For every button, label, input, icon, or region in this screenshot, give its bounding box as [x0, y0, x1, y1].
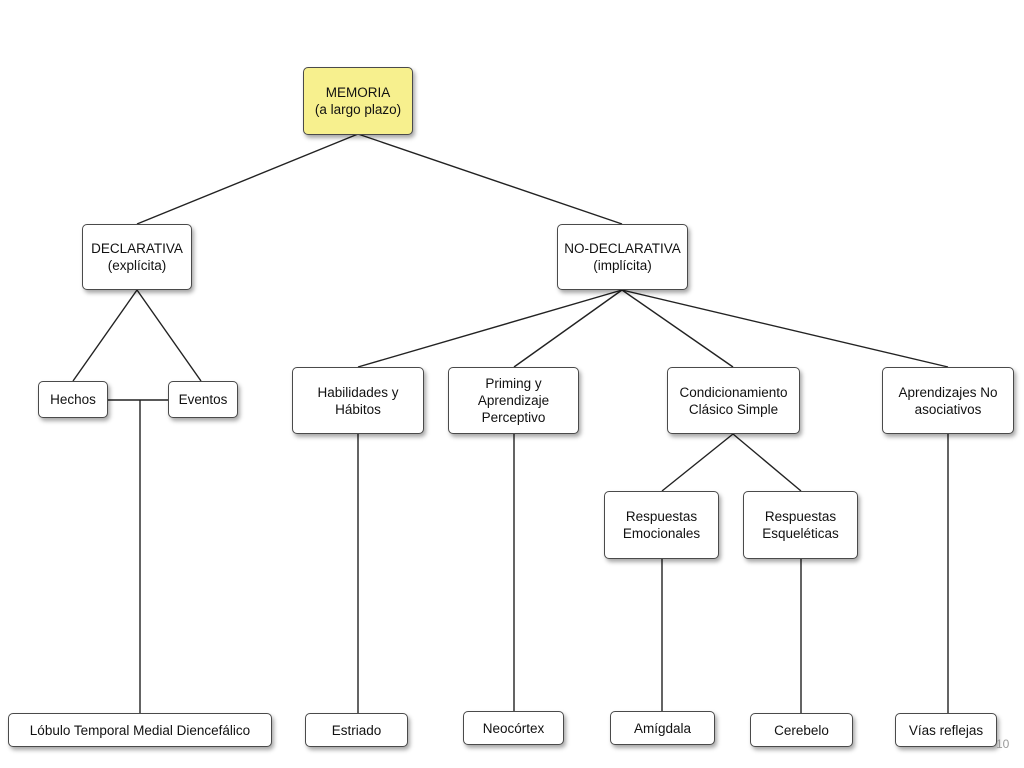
node-eventos-label: Eventos	[178, 392, 228, 407]
node-emocionales: Respuestas Emocionales	[604, 491, 719, 559]
node-hechos: Hechos	[38, 381, 108, 418]
edge-memoria-declarativa	[136, 133, 359, 225]
node-condicionamiento-label: Condicionamiento Clásico Simple	[679, 384, 788, 417]
node-vias: Vías reflejas	[895, 713, 997, 747]
node-no-declarativa-label: NO-DECLARATIVA (implícita)	[564, 241, 681, 273]
node-condicionamiento: Condicionamiento Clásico Simple	[667, 367, 800, 434]
node-lobulo: Lóbulo Temporal Medial Diencefálico	[8, 713, 272, 747]
node-cerebelo: Cerebelo	[750, 713, 853, 747]
node-estriado-label: Estriado	[331, 722, 382, 738]
node-priming-label: Priming y Aprendizaje Perceptivo	[477, 376, 550, 425]
node-memoria-label: MEMORIA (a largo plazo)	[314, 85, 402, 117]
edge-no-declarativa-no-asociativos	[621, 289, 949, 368]
node-neocortex: Neocórtex	[463, 711, 564, 745]
page-number: 10	[996, 737, 1010, 751]
node-declarativa-label: DECLARATIVA (explícita)	[91, 241, 183, 273]
node-hechos-label: Hechos	[50, 392, 96, 407]
node-esqueleticas: Respuestas Esqueléticas	[743, 491, 858, 559]
node-habilidades: Habilidades y Hábitos	[292, 367, 424, 434]
node-eventos: Eventos	[168, 381, 238, 418]
node-memoria: MEMORIA (a largo plazo)	[303, 67, 413, 135]
node-declarativa: DECLARATIVA (explícita)	[82, 224, 192, 290]
edge-no-declarativa-condicionamiento	[621, 289, 734, 368]
node-emocionales-label: Respuestas Emocionales	[622, 509, 701, 541]
edge-condicionamiento-emocionales	[661, 433, 734, 492]
node-lobulo-label: Lóbulo Temporal Medial Diencefálico	[29, 722, 251, 738]
edge-no-declarativa-habilidades	[357, 289, 623, 368]
node-cerebelo-label: Cerebelo	[774, 722, 829, 738]
node-estriado: Estriado	[305, 713, 408, 747]
node-no-asociativos: Aprendizajes No asociativos	[882, 367, 1014, 434]
edge-condicionamiento-esqueleticas	[732, 433, 802, 492]
edge-memoria-no-declarativa	[357, 133, 623, 225]
node-no-declarativa: NO-DECLARATIVA (implícita)	[557, 224, 688, 290]
node-habilidades-label: Habilidades y Hábitos	[317, 384, 399, 417]
node-amigdala: Amígdala	[610, 711, 715, 745]
node-amigdala-label: Amígdala	[633, 720, 692, 736]
node-no-asociativos-label: Aprendizajes No asociativos	[898, 384, 998, 417]
node-esqueleticas-label: Respuestas Esqueléticas	[762, 509, 839, 541]
edge-declarativa-hechos	[72, 289, 138, 382]
node-neocortex-label: Neocórtex	[482, 720, 545, 736]
edge-declarativa-eventos	[136, 289, 202, 382]
node-priming: Priming y Aprendizaje Perceptivo	[448, 367, 579, 434]
node-vias-label: Vías reflejas	[908, 722, 984, 738]
edge-no-declarativa-priming	[513, 289, 623, 368]
